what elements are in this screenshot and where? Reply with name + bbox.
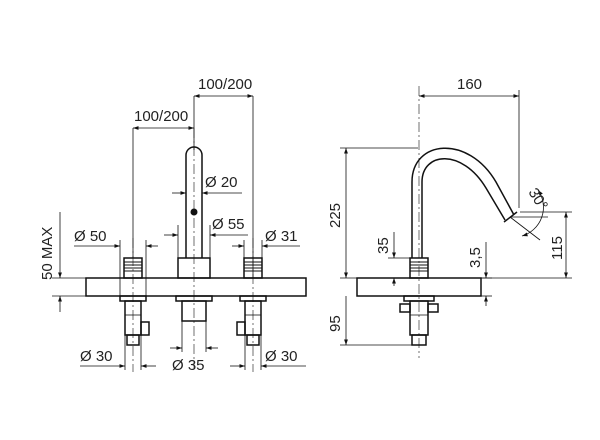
dim-spout-shank-diameter: Ø 35 (172, 357, 205, 374)
dim-deck-thickness-max: 50 MAX (39, 227, 56, 280)
right-handle (236, 257, 267, 346)
dim-spacing-mid: 100/200 (134, 108, 188, 125)
front-view: 100/200 100/200 Ø 20 Ø 55 Ø 50 Ø 31 50 M… (39, 76, 307, 374)
dim-handle-diameter-left: Ø 50 (74, 228, 107, 245)
dim-spout-base-diameter: Ø 55 (212, 216, 245, 233)
dim-rosette-height: 3,5 (467, 247, 484, 268)
dim-spout-diameter: Ø 20 (205, 174, 238, 191)
dim-below-deck: 95 (327, 315, 344, 332)
left-handle (119, 257, 150, 346)
dim-outlet-height: 115 (549, 236, 566, 260)
side-view: 160 225 35 3,5 115 95 30° (327, 76, 572, 358)
dim-angle: 30° (525, 185, 551, 213)
dim-valve-diameter-right: Ø 30 (265, 348, 298, 365)
deck-plate (85, 277, 307, 297)
side-spout-inner (421, 158, 506, 258)
dim-handle-height: 35 (375, 237, 392, 254)
side-spout-outer (411, 147, 515, 258)
dim-total-height: 225 (327, 203, 344, 228)
dim-valve-diameter-left: Ø 30 (80, 348, 113, 365)
dim-handle-diameter-right: Ø 31 (265, 228, 298, 245)
dim-spacing-top: 100/200 (198, 76, 252, 93)
dim-reach: 160 (457, 76, 482, 93)
